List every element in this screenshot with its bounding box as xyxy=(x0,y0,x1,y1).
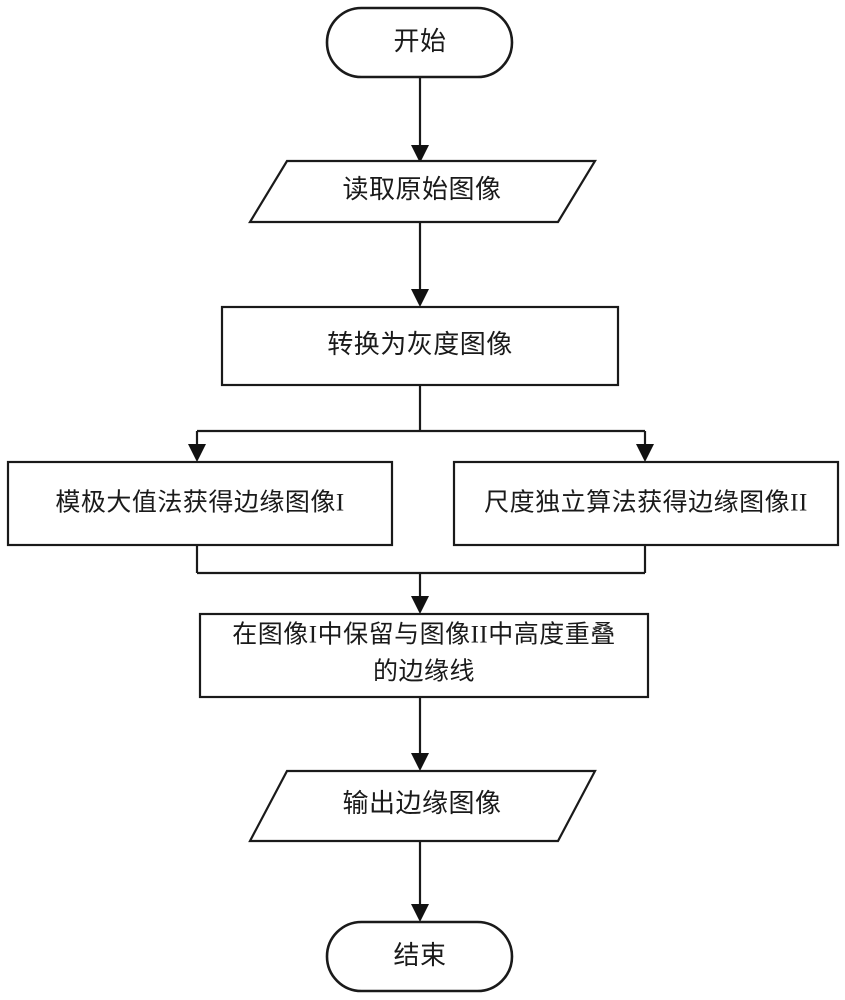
node-scale-independent[interactable]: 尺度独立算法获得边缘图像II xyxy=(452,460,840,547)
node-scale-independent-label: 尺度独立算法获得边缘图像II xyxy=(484,489,808,517)
node-read-image[interactable]: 读取原始图像 xyxy=(248,159,597,224)
edge-grayscale-split-bus xyxy=(197,385,645,433)
node-modulus-maxima-label: 模极大值法获得边缘图像I xyxy=(55,489,344,517)
node-keep-overlap-label-line1: 在图像I中保留与图像II中高度重叠 xyxy=(232,621,615,649)
node-start-label: 开始 xyxy=(393,27,446,56)
edge-read-image-to-grayscale xyxy=(411,222,429,307)
node-start[interactable]: 开始 xyxy=(325,6,514,79)
node-to-grayscale[interactable]: 转换为灰度图像 xyxy=(220,305,620,387)
node-modulus-maxima[interactable]: 模极大值法获得边缘图像I xyxy=(6,460,394,547)
node-end-label: 结束 xyxy=(393,941,446,970)
edge-split-to-scale-independent xyxy=(636,431,654,462)
node-to-grayscale-label: 转换为灰度图像 xyxy=(327,330,513,359)
edge-start-to-read-image xyxy=(411,77,429,163)
node-end[interactable]: 结束 xyxy=(325,920,514,993)
edge-keep-overlap-to-output-image xyxy=(411,697,429,771)
node-read-image-label: 读取原始图像 xyxy=(342,175,501,204)
edge-output-image-to-end xyxy=(411,841,429,922)
node-output-image-label: 输出边缘图像 xyxy=(342,789,501,818)
node-keep-overlap[interactable]: 在图像I中保留与图像II中高度重叠 的边缘线 xyxy=(198,612,650,699)
node-output-image[interactable]: 输出边缘图像 xyxy=(248,769,597,843)
edge-merge-bus-to-keep-overlap xyxy=(197,571,645,614)
edge-split-to-modulus-maxima xyxy=(188,431,206,462)
node-keep-overlap-label-line2: 的边缘线 xyxy=(373,658,475,686)
